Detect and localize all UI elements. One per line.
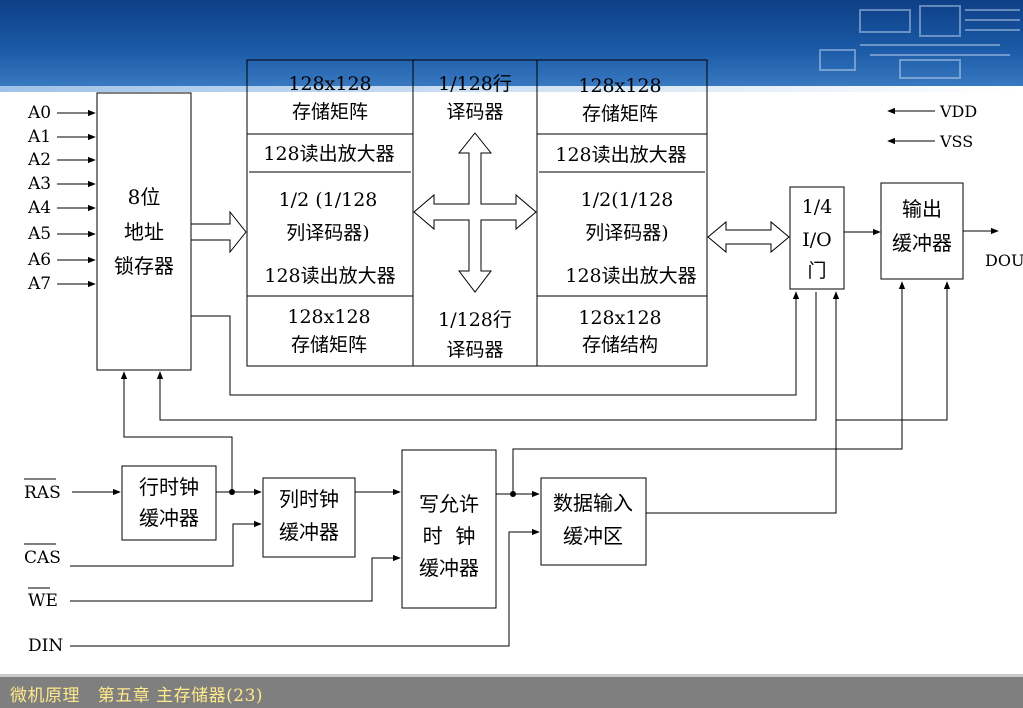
footer-bar [0,677,1023,708]
matrix-bottom-right-label: 存储结构 [582,334,658,356]
address-a3: A3 [27,174,51,194]
col-decoder-left-label: 列译码器) [286,222,369,244]
address-a0: A0 [27,103,51,123]
sense-amp-top-right: 128读出放大器 [555,144,686,166]
junction-ras [229,489,235,495]
address-a2: A2 [27,150,51,170]
row-decoder-top-label: 译码器 [446,101,503,123]
data-input-line1: 数据输入 [553,491,633,515]
cas-label: CAS [24,548,61,568]
header-stripe [0,86,1023,92]
write-enable-line3: 缓冲器 [419,556,479,580]
write-enable-line1: 写允许 [419,492,479,516]
matrix-bottom-right-size: 128x128 [578,307,661,329]
sense-amp-bottom-right: 128读出放大器 [565,265,696,287]
latch-label-line2: 地址 [124,220,164,244]
matrix-top-left-label: 存储矩阵 [292,101,368,123]
vdd-label: VDD [939,102,977,121]
sense-amp-top-left: 128读出放大器 [263,143,394,165]
matrix-top-left-size: 128x128 [288,73,371,95]
write-enable-line2: 时 钟 [423,524,476,548]
latch-label-line1: 8位 [128,185,161,209]
row-clock-line2: 缓冲器 [139,506,199,530]
io-gate-label: 门 [807,260,826,282]
sense-amp-bottom-left: 128读出放大器 [264,265,395,287]
dout-label: DOUT [985,251,1023,270]
latch-label-line3: 锁存器 [114,254,174,278]
matrix-top-right-size: 128x128 [578,75,661,97]
row-decoder-bottom-ratio: 1/128行 [438,309,512,331]
io-gate-io: I/O [802,229,831,251]
matrix-bottom-left-size: 128x128 [287,306,370,328]
data-input-line2: 缓冲区 [563,524,623,548]
address-a5: A5 [27,224,51,244]
output-buffer-line2: 缓冲器 [892,231,952,255]
ras-label: RAS [24,483,61,503]
junction-we [510,491,516,497]
row-decoder-top-ratio: 1/128行 [438,73,512,95]
footer-title: 微机原理 第五章 主存储器(23) [10,686,264,706]
row-clock-line1: 行时钟 [139,475,199,499]
io-gate-ratio: 1/4 [802,196,833,218]
header-banner [0,0,1023,90]
col-clock-line2: 缓冲器 [279,520,339,544]
matrix-top-right-label: 存储矩阵 [582,103,658,125]
row-decoder-bottom-label: 译码器 [446,339,503,361]
address-a4: A4 [27,198,51,218]
col-clock-line1: 列时钟 [279,487,339,511]
address-a6: A6 [27,250,51,270]
address-a1: A1 [27,127,51,147]
output-buffer-line1: 输出 [902,197,942,221]
matrix-bottom-left-label: 存储矩阵 [291,334,367,356]
address-a7: A7 [27,274,51,294]
col-decoder-right-ratio: 1/2(1/128 [581,189,674,211]
vss-label: VSS [939,132,973,151]
we-label: WE [28,591,58,611]
col-decoder-right-label: 列译码器) [585,222,668,244]
col-decoder-left-ratio: 1/2 (1/128 [279,189,378,211]
footer-divider [0,674,1023,677]
circuit-decoration [819,5,1020,79]
din-label: DIN [28,636,63,656]
